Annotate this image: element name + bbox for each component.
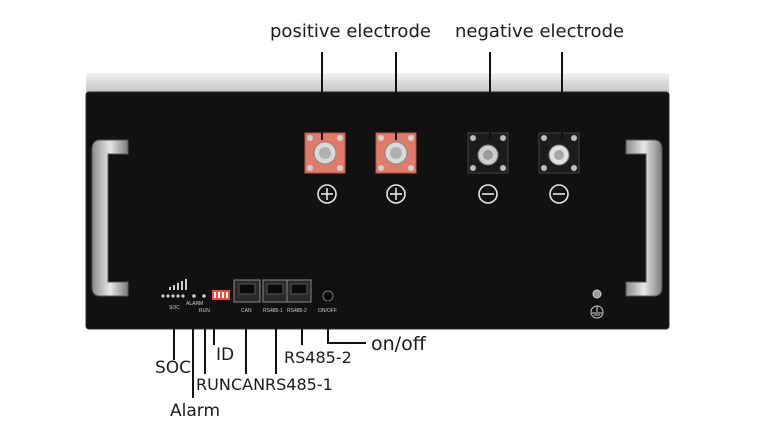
panel-text-rs485-1: RS485-1 <box>263 308 283 314</box>
rs485-2-port[interactable] <box>286 279 312 303</box>
panel-text-onoff: ON/OFF <box>318 308 337 314</box>
can-port[interactable] <box>233 279 261 303</box>
panel-text-alarm: ALARM <box>186 301 204 307</box>
run-led <box>202 294 206 298</box>
id-label: ID <box>216 345 235 365</box>
leader-lines-bottom <box>173 300 366 398</box>
positive-electrode-label: positive electrode <box>270 21 431 42</box>
run-label: RUN <box>196 375 231 394</box>
rs485-1-port[interactable] <box>262 279 288 303</box>
panel-text-can: CAN <box>241 308 252 314</box>
rs485-2-label: RS485-2 <box>284 348 352 367</box>
right-handle <box>625 139 663 297</box>
negative-electrode-label: negative electrode <box>455 21 625 42</box>
soc-label: SOC <box>155 358 192 378</box>
id-dip-switch[interactable] <box>212 290 230 300</box>
ground-icon <box>590 289 604 319</box>
negative-terminal-2 <box>538 132 580 174</box>
alarm-led <box>192 294 196 298</box>
leader-lines-top <box>321 52 563 140</box>
rs485-1-label: RS485-1 <box>265 375 333 394</box>
alarm-label: Alarm <box>170 401 221 421</box>
negative-terminal-1 <box>467 132 509 174</box>
can-label: CAN <box>231 375 266 394</box>
left-handle <box>91 139 129 297</box>
positive-terminal-1 <box>304 132 346 174</box>
plus-icon <box>317 184 337 204</box>
minus-icon <box>478 184 498 204</box>
soc-leds <box>161 294 185 298</box>
plus-icon <box>386 184 406 204</box>
front-panel <box>85 91 670 330</box>
onoff-label: on/off <box>371 333 426 355</box>
onoff-button[interactable] <box>322 290 334 302</box>
top-lid <box>86 73 669 95</box>
signal-bars-icon <box>169 279 187 290</box>
minus-icon <box>549 184 569 204</box>
panel-text-soc: SOC <box>169 305 180 311</box>
panel-text-rs485-2: RS485-2 <box>287 308 307 314</box>
panel-text-run: RUN <box>199 308 210 314</box>
